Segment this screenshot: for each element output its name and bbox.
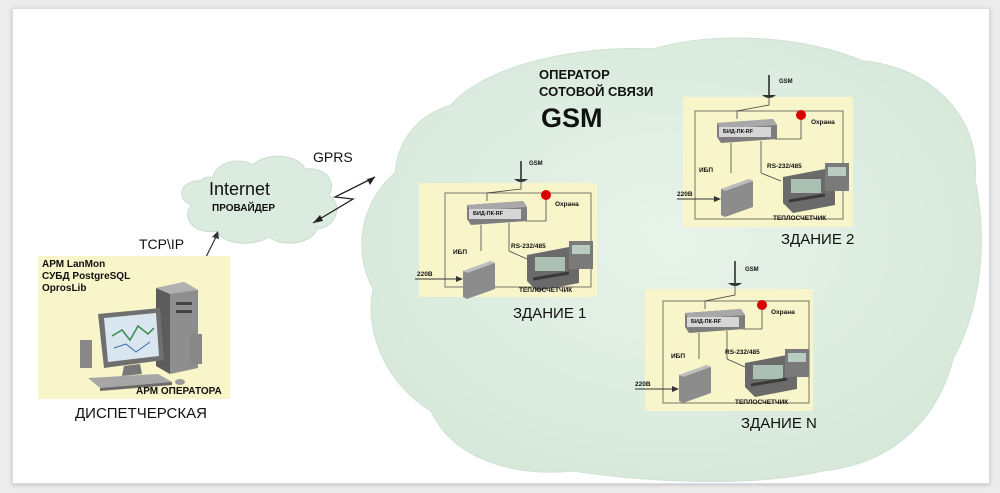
power-label: 220В xyxy=(417,271,433,278)
meter-label: ТЕПЛОСЧЕТЧИК xyxy=(735,399,789,406)
meter-label: ТЕПЛОСЧЕТЧИК xyxy=(773,215,827,222)
tcpip-label: TCP\IP xyxy=(139,236,185,252)
gprs-link xyxy=(312,176,376,224)
alarm-sensor-icon xyxy=(757,300,767,310)
internet-title: Internet xyxy=(209,179,271,199)
meter-label: ТЕПЛОСЧЕТЧИК xyxy=(519,287,573,294)
rs-label: RS-232/485 xyxy=(511,243,546,250)
alarm-label: Охрана xyxy=(771,309,795,316)
building-n-node: GSM Охрана БИД-ПК-RF ИБП RS-232/485 220В… xyxy=(619,259,815,413)
building-n-equipment xyxy=(635,261,810,404)
ibp-label: ИБП xyxy=(699,167,714,174)
gsm-label: GSM xyxy=(529,161,543,167)
computer-icon xyxy=(80,282,202,391)
operator-title-line2: СОТОВОЙ СВЯЗИ xyxy=(539,84,654,99)
bid-label: БИД-ПК-RF xyxy=(473,211,504,217)
internet-cloud xyxy=(181,155,338,244)
bid-label: БИД-ПК-RF xyxy=(723,129,754,135)
bid-label: БИД-ПК-RF xyxy=(691,319,722,325)
arm-operator-label: АРМ ОПЕРАТОРА xyxy=(136,386,222,397)
internet-subtitle: ПРОВАЙДЕР xyxy=(212,203,276,214)
gprs-label: GPRS xyxy=(313,149,353,165)
power-label: 220В xyxy=(677,191,693,198)
building-1-equipment xyxy=(415,161,593,299)
operator-title-line1: ОПЕРАТОР xyxy=(539,67,610,82)
building-1-node: GSM Охрана БИД-ПК-RF ИБП RS-232/485 220В… xyxy=(409,159,599,299)
alarm-sensor-icon xyxy=(796,110,806,120)
dispatch-panel: АРМ LanMon СУБД PostgreSQL OprosLib АРМ … xyxy=(38,256,230,399)
gsm-label: GSM xyxy=(779,79,793,85)
building-2-node: GSM Охрана БИД-ПК-RF ИБП RS-232/485 220В… xyxy=(665,73,855,229)
dispatch-caption: ДИСПЕТЧЕРСКАЯ xyxy=(75,405,207,422)
dispatch-line1: АРМ LanMon xyxy=(42,259,106,270)
gsm-label: GSM xyxy=(745,267,759,273)
ibp-label: ИБП xyxy=(453,249,468,256)
building-2-equipment xyxy=(677,75,849,220)
rs-label: RS-232/485 xyxy=(725,349,760,356)
alarm-sensor-icon xyxy=(541,190,551,200)
building-1-caption: ЗДАНИЕ 1 xyxy=(513,305,587,322)
operator-gsm-title: GSM xyxy=(541,103,603,133)
alarm-label: Охрана xyxy=(555,201,579,208)
building-2-caption: ЗДАНИЕ 2 xyxy=(781,231,855,248)
power-label: 220В xyxy=(635,381,651,388)
dispatch-line2: СУБД PostgreSQL xyxy=(42,271,131,282)
rs-label: RS-232/485 xyxy=(767,163,802,170)
ibp-label: ИБП xyxy=(671,353,686,360)
diagram-frame: ОПЕРАТОР СОТОВОЙ СВЯЗИ GSM GPRS TCP\IP I… xyxy=(12,8,990,484)
alarm-label: Охрана xyxy=(811,119,835,126)
dispatch-line3: OprosLib xyxy=(42,283,87,294)
building-n-caption: ЗДАНИЕ N xyxy=(741,415,817,432)
